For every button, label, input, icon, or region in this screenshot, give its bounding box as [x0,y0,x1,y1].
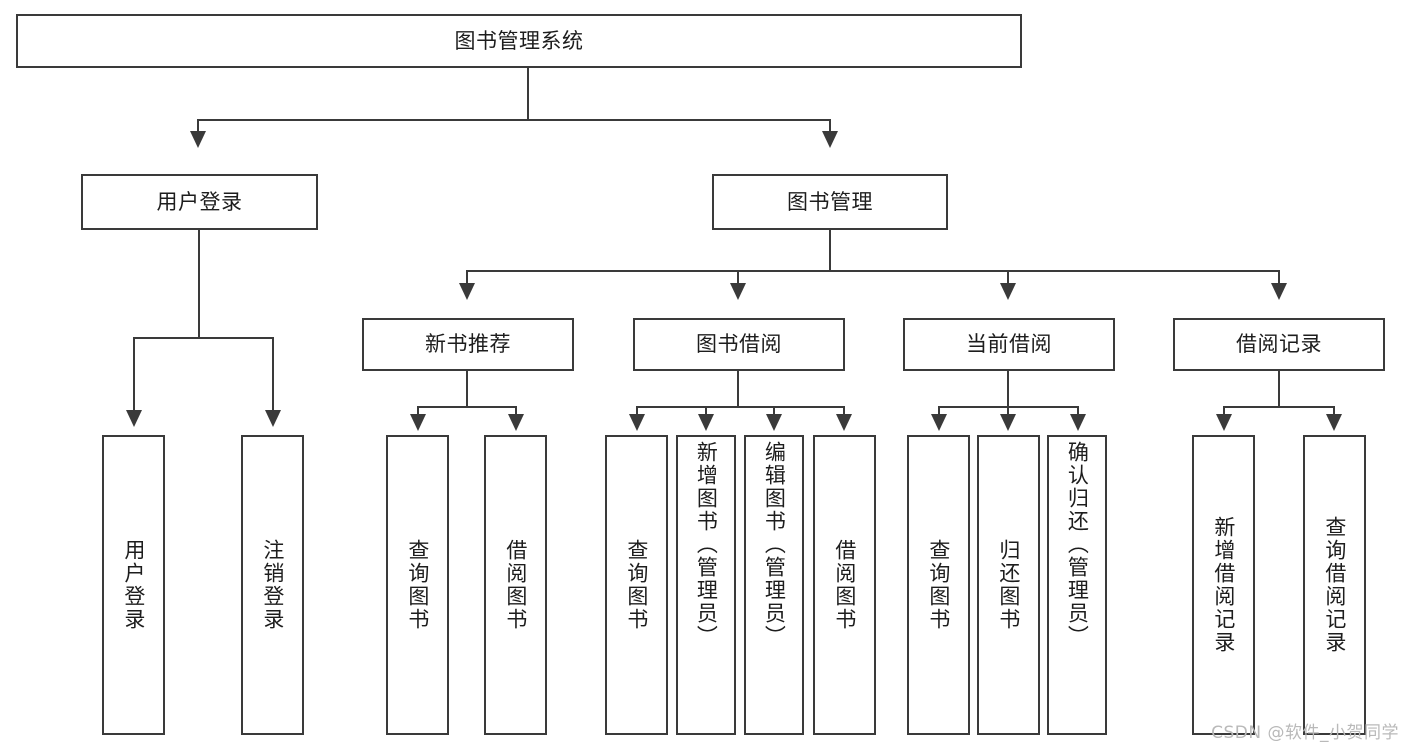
node-label: 借阅图书 [832,539,857,631]
node-label: 图书管理 [787,189,873,214]
node-label: 确认归还（管理员） [1065,441,1090,648]
node-new-book-recommend[interactable]: 新书推荐 [362,318,574,371]
node-label: 借阅图书 [503,539,528,631]
node-label: 新书推荐 [425,332,511,357]
connector-book-borrow-bus [637,406,845,408]
node-label: 新增借阅记录 [1211,516,1236,654]
node-label: 查询借阅记录 [1322,516,1347,654]
leaf-query-borrow-record[interactable]: 查询借阅记录 [1303,435,1366,735]
arrowhead-to-current-borrow [1000,283,1016,300]
node-label: 当前借阅 [966,332,1052,357]
node-label: 注销登录 [260,539,285,631]
connector-current-borrow-drop-1 [938,406,940,418]
node-label: 查询图书 [624,539,649,631]
connector-user-login-drop-2 [272,337,274,413]
node-borrow-record[interactable]: 借阅记录 [1173,318,1385,371]
watermark-text: CSDN @软件_小贺同学 [1211,723,1399,743]
node-label: 查询图书 [926,539,951,631]
leaf-user-login[interactable]: 用户登录 [102,435,165,735]
node-label: 查询图书 [405,539,430,631]
node-label: 用户登录 [156,189,243,214]
connector-current-borrow-stem [1007,371,1009,407]
arrowhead-book-borrow-leaf-4 [836,414,852,431]
connector-level3-drop-1 [466,270,468,288]
connector-book-borrow-drop-2 [705,406,707,418]
arrowhead-to-user-login [190,131,206,148]
connector-borrow-record-drop-1 [1223,406,1225,418]
node-label: 借阅记录 [1236,332,1322,357]
arrowhead-borrow-record-leaf-2 [1326,414,1342,431]
arrowhead-new-book-leaf-1 [410,414,426,431]
node-book-borrow[interactable]: 图书借阅 [633,318,845,371]
arrowhead-to-new-book [459,283,475,300]
connector-book-borrow-drop-4 [843,406,845,418]
leaf-query-book-current[interactable]: 查询图书 [907,435,970,735]
connector-current-borrow-drop-2 [1007,406,1009,418]
node-label: 图书借阅 [696,332,782,357]
connector-new-book-drop-1 [417,406,419,418]
node-current-borrow[interactable]: 当前借阅 [903,318,1115,371]
connector-new-book-bus [418,406,516,408]
leaf-query-book-borrow[interactable]: 查询图书 [605,435,668,735]
arrowhead-to-leaf-logout [265,410,281,427]
connector-level2-bus [198,119,830,121]
node-label: 归还图书 [996,539,1021,631]
leaf-query-book-recommend[interactable]: 查询图书 [386,435,449,735]
leaf-borrow-book-recommend[interactable]: 借阅图书 [484,435,547,735]
node-user-login[interactable]: 用户登录 [81,174,318,230]
connector-current-borrow-drop-3 [1077,406,1079,418]
arrowhead-book-borrow-leaf-3 [766,414,782,431]
node-book-management[interactable]: 图书管理 [712,174,948,230]
connector-root-stem [527,68,529,120]
connector-level2-drop-left [197,119,199,137]
connector-book-borrow-drop-1 [636,406,638,418]
leaf-add-book-admin[interactable]: 新增图书（管理员） [676,435,736,735]
leaf-edit-book-admin[interactable]: 编辑图书（管理员） [744,435,804,735]
arrowhead-book-borrow-leaf-1 [629,414,645,431]
connector-level2-drop-right [829,119,831,137]
connector-level3-drop-2 [737,270,739,288]
node-label: 新增图书（管理员） [694,441,719,648]
connector-borrow-record-stem [1278,371,1280,407]
arrowhead-current-borrow-leaf-1 [931,414,947,431]
arrowhead-book-borrow-leaf-2 [698,414,714,431]
arrowhead-to-book-manage [822,131,838,148]
node-root-system[interactable]: 图书管理系统 [16,14,1022,68]
connector-borrow-record-drop-2 [1333,406,1335,418]
connector-book-borrow-drop-3 [773,406,775,418]
connector-user-login-stem [198,230,200,338]
connector-level3-drop-3 [1007,270,1009,288]
arrowhead-to-book-borrow [730,283,746,300]
leaf-borrow-book[interactable]: 借阅图书 [813,435,876,735]
arrowhead-new-book-leaf-2 [508,414,524,431]
arrowhead-borrow-record-leaf-1 [1216,414,1232,431]
leaf-logout[interactable]: 注销登录 [241,435,304,735]
node-label: 用户登录 [121,539,146,631]
connector-user-login-bus [134,337,274,339]
connector-level3-bus [467,270,1280,272]
arrowhead-to-leaf-user-login [126,410,142,427]
connector-current-borrow-bus [939,406,1079,408]
arrowhead-current-borrow-leaf-3 [1070,414,1086,431]
node-label: 编辑图书（管理员） [762,441,787,648]
connector-book-borrow-stem [737,371,739,407]
node-label: 图书管理系统 [454,28,584,53]
leaf-return-book[interactable]: 归还图书 [977,435,1040,735]
connector-book-manage-stem [829,230,831,271]
connector-new-book-drop-2 [515,406,517,418]
connector-borrow-record-bus [1224,406,1334,408]
connector-level3-drop-4 [1278,270,1280,288]
arrowhead-to-borrow-record [1271,283,1287,300]
connector-user-login-drop-1 [133,337,135,413]
leaf-confirm-return-admin[interactable]: 确认归还（管理员） [1047,435,1107,735]
leaf-add-borrow-record[interactable]: 新增借阅记录 [1192,435,1255,735]
connector-new-book-stem [466,371,468,407]
arrowhead-current-borrow-leaf-2 [1000,414,1016,431]
